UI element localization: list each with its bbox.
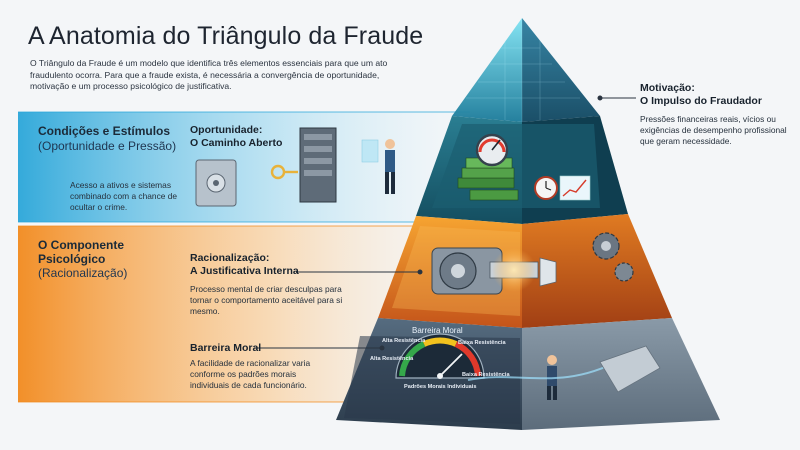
gauge-label-low-1: Baixa Resistência (458, 340, 506, 346)
gauge-label-high-1: Alta Resistência (382, 338, 426, 344)
gauge-label-bottom: Padrões Morais Individuais (404, 384, 477, 390)
rationalization-machine-icon (431, 247, 557, 295)
page-title: A Anatomia do Triângulo da Fraude (28, 22, 424, 50)
top-band-heading: Condições e Estímulos (38, 124, 171, 138)
pyramid-apex (452, 18, 522, 122)
employee-figure-icon (547, 355, 557, 400)
top-band-subheading: (Oportunidade e Pressão) (38, 139, 177, 153)
intro-paragraph: O Triângulo da Fraude é um modelo que id… (30, 58, 388, 92)
opportunity-title-line2: O Caminho Aberto (190, 137, 283, 149)
top-band (18, 112, 470, 222)
clock-icon (534, 176, 558, 200)
growth-chart-icon (559, 175, 591, 201)
motivation-title-line2: O Impulso do Fraudador (640, 95, 762, 107)
rationalization-title-line2: A Justificativa Interna (190, 265, 299, 277)
server-rack-icon (299, 127, 337, 203)
opportunity-description: Acesso a ativos e sistemas combinado com… (70, 180, 178, 212)
moral-gauge-icon (395, 333, 485, 379)
rationalization-description: Processo mental de criar desculpas para … (190, 284, 343, 316)
bottom-band-heading-line1: O Componente (38, 238, 124, 252)
person-figure-icon (361, 139, 395, 194)
opportunity-title-line1: Oportunidade: (190, 124, 263, 136)
moral-barrier-title: Barreira Moral (190, 342, 262, 354)
gauge-title: Barreira Moral (412, 326, 463, 335)
rationalization-title-line1: Racionalização: (190, 252, 270, 264)
gauge-label-high-2: Alta Resistência (370, 356, 414, 362)
bottom-band-heading-line2: Psicológico (38, 252, 106, 266)
moral-barrier-description: A facilidade de racionalizar varia confo… (190, 358, 311, 390)
gear-icon (592, 232, 634, 282)
bottom-band-subheading: (Racionalização) (38, 266, 128, 280)
gauge-label-low-2: Baixa Resistência (462, 372, 510, 378)
key-icon (270, 164, 298, 180)
safe-icon (195, 159, 237, 207)
motivation-title-line1: Motivação: (640, 82, 695, 94)
motivation-description: Pressões financeiras reais, vícios ou ex… (640, 114, 787, 146)
pressure-gauge-icon (475, 133, 509, 167)
